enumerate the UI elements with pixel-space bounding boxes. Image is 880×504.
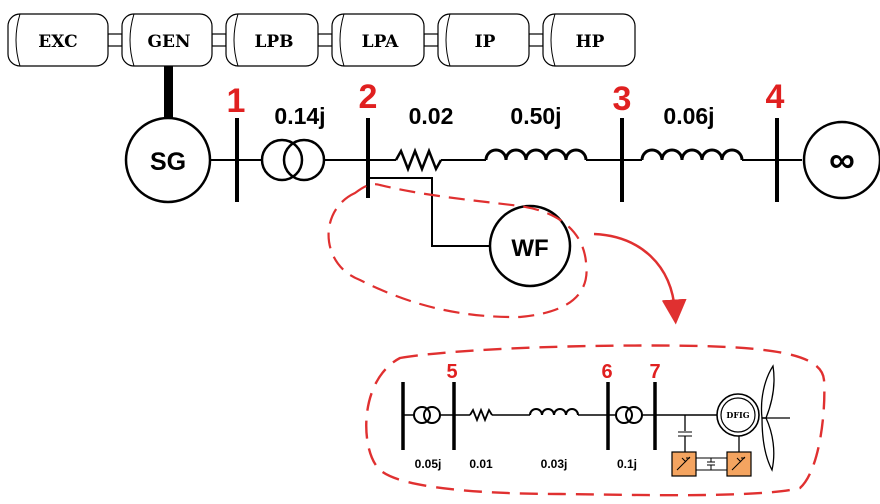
rotor-side-converter-icon — [671, 451, 697, 477]
bus-number-1: 1 — [227, 82, 246, 120]
transformer-impedance: 0.14j — [274, 103, 325, 129]
detail-dashed-outline — [365, 344, 826, 497]
block-ip-label: IP — [475, 32, 496, 52]
dc-link-icon — [696, 457, 727, 471]
detail-transformer-1-icon — [413, 406, 441, 424]
resistance-value: 0.02 — [409, 103, 454, 129]
block-exc: EXC — [7, 13, 109, 67]
block-lpa-label: LPA — [362, 32, 399, 52]
generator-label: SG — [150, 148, 186, 176]
turbine-blades-icon — [760, 364, 790, 472]
detail-transformer-2-value: 0.1j — [617, 457, 637, 471]
block-lpa: LPA — [331, 13, 425, 67]
block-hp: HP — [542, 13, 636, 67]
line-23-impedance: 0.50j — [510, 103, 561, 129]
detail-transformer-2-icon — [615, 406, 643, 424]
inductor-23-icon — [484, 148, 588, 161]
shaft-train: EXC GEN LPB LPA IP HP — [7, 13, 636, 67]
bus-number-6: 6 — [601, 361, 612, 383]
bus-number-2: 2 — [359, 78, 378, 116]
wind-farm-feeder — [368, 177, 490, 247]
infinite-bus-icon — [802, 120, 880, 200]
wind-farm-dashed-outline — [327, 183, 588, 319]
detail-inductor-value: 0.03j — [541, 457, 568, 471]
bus-number-3: 3 — [613, 80, 632, 118]
wind-farm-icon — [488, 204, 572, 288]
wind-farm-label: WF — [511, 235, 548, 262]
block-gen: GEN — [121, 13, 213, 67]
block-ip: IP — [437, 13, 530, 67]
detail-resistor-icon — [469, 407, 493, 423]
detail-transformer-1-value: 0.05j — [415, 457, 442, 471]
detail-resistance-value: 0.01 — [469, 457, 493, 471]
infinite-bus-label: ∞ — [829, 139, 855, 180]
block-lpb-label: LPB — [254, 32, 293, 52]
block-lpb: LPB — [225, 13, 319, 67]
main-system — [124, 116, 880, 288]
line-34-impedance: 0.06j — [663, 103, 714, 129]
block-gen-label: GEN — [147, 32, 190, 52]
bus-number-4: 4 — [766, 78, 785, 116]
block-exc-label: EXC — [38, 32, 77, 52]
resistor-icon — [394, 147, 443, 173]
generator-shaft — [164, 66, 173, 128]
wind-farm-detail — [401, 364, 790, 472]
zoom-arrow — [593, 232, 687, 325]
dfig-label: DFIG — [726, 410, 749, 420]
bus-number-5: 5 — [446, 361, 457, 383]
transformer-icon — [260, 138, 326, 182]
block-hp-label: HP — [576, 32, 605, 52]
inductor-34-icon — [640, 148, 744, 161]
grid-side-converter-icon — [726, 451, 752, 477]
bus-number-7: 7 — [649, 361, 660, 383]
detail-inductor-icon — [529, 408, 579, 416]
